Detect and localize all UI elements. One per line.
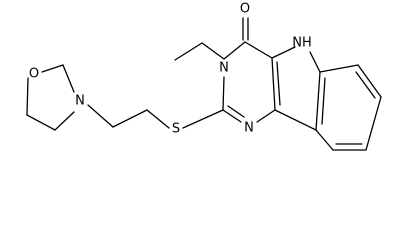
atom-label-nh-indole: NH [292,36,312,51]
bond-c9b-c9a [274,109,317,131]
bond-n3-c2 [222,76,225,111]
bond-c8-c7-b [355,71,376,99]
atom-labels: O NH N N S N O [29,2,312,137]
atom-label-s: S [172,122,180,137]
bond-n3-ch2 [201,42,225,60]
bond-c5-c9a [315,129,334,151]
bond-c-c-lower [26,114,56,131]
bond-ch2-ch3 [174,42,203,61]
bond-c2-s [182,109,224,129]
bond-c9b-c4a-b [276,61,281,106]
bond-c8-c7-a [357,64,382,98]
bond-c4a-nh [271,46,296,59]
bond-ch2-ch2 [112,109,148,128]
atom-label-n1: N [244,121,254,136]
bond-c-o-upper [41,64,64,73]
chemical-structure-diagram: O NH N N S N O [26,2,382,151]
bond-c9a-c8a [315,71,321,131]
bond-c2-n1-double-a [222,109,242,123]
bond-c9b-c4a-a [271,57,276,111]
bond-c8a-c8 [319,64,359,73]
bonds [26,17,382,151]
bond-n-c-upper [62,64,75,93]
bond-c4-c4a [244,41,273,59]
atom-label-o-morpholine: O [29,67,39,82]
atom-label-n3: N [219,61,229,76]
bond-s-ch2 [146,109,170,129]
bond-c-n-lower [54,111,75,131]
atom-label-o-carbonyl: O [240,2,250,17]
bond-c7-c6 [365,96,382,151]
bond-c4-n3 [223,41,246,60]
bond-c2-n1-double-b [227,105,245,118]
atom-label-n-morpholine: N [75,94,85,109]
bond-n1-c9b [256,109,276,123]
bond-c9a-c8a-inner [321,77,326,125]
bond-o-c-lower [26,77,29,116]
bond-nh-c8a [309,51,321,73]
bond-ch2-n-morpholine [87,104,114,128]
